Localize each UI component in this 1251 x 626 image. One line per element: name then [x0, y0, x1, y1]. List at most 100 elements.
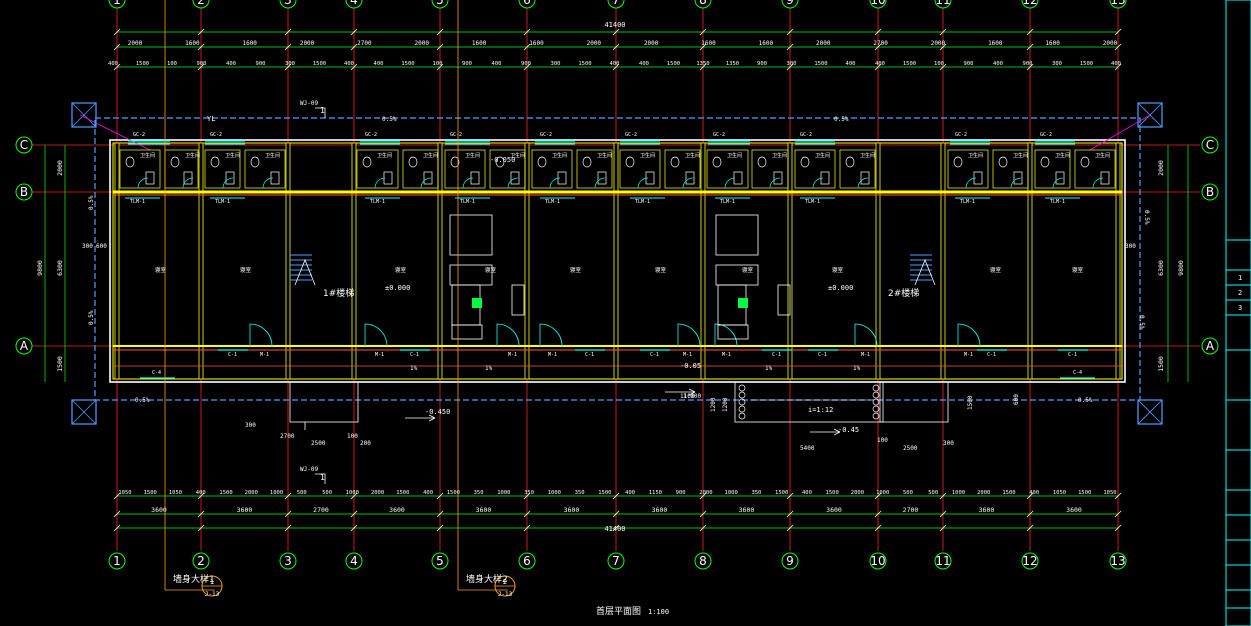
- dim-right-0: 2000: [1157, 160, 1165, 176]
- ramp-rail-r-3: [872, 405, 880, 413]
- misc-2: 600: [96, 243, 107, 250]
- dim-tick-0-496: [113, 492, 121, 500]
- basin-9: [597, 171, 607, 185]
- ramp-slope: i=1:12: [808, 406, 833, 414]
- dim-top2-5: 900: [256, 61, 266, 67]
- dim-top2-20: 1350: [696, 61, 709, 67]
- dim-top2-1: 1500: [136, 61, 149, 67]
- grid-bubble-label-2-top: 2: [197, 0, 205, 7]
- misc-11: 1200: [722, 397, 729, 412]
- window-gc-3: GC-2: [450, 132, 462, 138]
- toilet-7: [495, 156, 505, 168]
- window-c1-7: C-1: [1068, 352, 1077, 358]
- door-swing-2: [496, 323, 520, 347]
- dim-tick-8-47: [786, 43, 794, 51]
- grid-bubble-label-1-bottom: 1: [113, 554, 121, 568]
- dim-bottom1-35: 1500: [1002, 490, 1015, 496]
- slope-bottom-1: 0.5%: [135, 397, 150, 404]
- door-m1-7: M-1: [964, 352, 973, 358]
- bath-label-13: 卫生间: [772, 152, 787, 159]
- dim-top2-25: 400: [846, 61, 856, 67]
- misc-8: 300: [245, 422, 256, 429]
- grid-bubble-label-C-left: C: [20, 138, 28, 152]
- dim-bottom1-34: 2000: [977, 490, 990, 496]
- dim-top2-14: 900: [521, 61, 531, 67]
- grid-bubble-label-13-bottom: 13: [1110, 554, 1125, 568]
- slope-right-2: 0.5%: [1138, 315, 1145, 330]
- dim-bottom1-14: 350: [474, 490, 484, 496]
- door-swing-3: [539, 323, 563, 347]
- dim-top2-7: 1500: [313, 61, 326, 67]
- misc-3: 300: [1125, 243, 1136, 250]
- dim-tick-3-514: [350, 510, 358, 518]
- wall-col-9: [875, 142, 881, 380]
- dim-tick-4-514: [436, 510, 444, 518]
- window-gc-9: GC-2: [1040, 132, 1052, 138]
- dim-tick-0-32: [113, 28, 121, 36]
- grid-bubble-label-11-top: 11: [935, 0, 950, 7]
- dim-top2-30: 400: [993, 61, 1003, 67]
- grid-bubble-3-bottom: [279, 552, 297, 570]
- dim-top1-8: 2000: [587, 40, 602, 47]
- grid-bubble-label-2-bottom: 2: [197, 554, 205, 568]
- room-label-0: 寝室: [155, 266, 167, 274]
- grid-bubble-6-top: [518, 0, 536, 9]
- dim-tick-6-514: [612, 510, 620, 518]
- bath-room-18: [1034, 149, 1071, 189]
- dim-bottom1-5: 2000: [245, 490, 258, 496]
- dim-tick-2-67: [284, 63, 292, 71]
- dim-top1-3: 2000: [300, 40, 315, 47]
- window-c1-6: C-1: [987, 352, 996, 358]
- dim-bottom1-24: 1000: [725, 490, 738, 496]
- basin-17: [1013, 171, 1023, 185]
- ref-tag-top: WJ-09: [300, 100, 318, 107]
- toilet-3: [250, 156, 260, 168]
- wall-col-2: [285, 142, 291, 380]
- dim-tick-5-514: [523, 510, 531, 518]
- bath-room-3: [244, 149, 286, 189]
- window-gc-2: GC-2: [365, 132, 377, 138]
- bath-room-12: [706, 149, 749, 189]
- wall-col-11: [1027, 142, 1033, 380]
- slope-top-2: 0.5%: [834, 116, 849, 123]
- toilet-11: [670, 156, 680, 168]
- dim-bottom1-38: 1500: [1078, 490, 1091, 496]
- basin-13: [773, 171, 783, 185]
- window-gc-1: GC-2: [210, 132, 222, 138]
- dim-tick-0-47: [113, 43, 121, 51]
- ramp-rail-r-0: [872, 384, 880, 392]
- bath-door-13: [769, 177, 781, 189]
- basin-11: [685, 171, 695, 185]
- dim-top2-15: 300: [551, 61, 561, 67]
- dim-tick-9-496: [874, 492, 882, 500]
- grid-bubble-label-10-top: 10: [870, 0, 885, 7]
- grid-bubble-label-A-right: A: [1206, 339, 1215, 353]
- door-swing-6: [854, 323, 878, 347]
- chair-0: [511, 284, 525, 316]
- grid-bubble-label-9-top: 9: [786, 0, 794, 7]
- bath-door-15: [857, 177, 869, 189]
- ramp-rail-r-1: [872, 391, 880, 399]
- bath-room-6: [444, 149, 486, 189]
- toilet-0: [125, 156, 135, 168]
- window-gc-6: GC-2: [713, 132, 725, 138]
- grid-bubble-label-11-bottom: 11: [935, 554, 950, 568]
- grid-bubble-10-bottom: [869, 552, 887, 570]
- bath-door-12: [724, 177, 736, 189]
- grid-bubble-label-4-top: 4: [350, 0, 358, 7]
- corr-pct-3: 1%: [765, 365, 773, 372]
- dim-tick-2-514: [284, 510, 292, 518]
- door-swing-5: [714, 323, 738, 347]
- toilet-18: [1040, 156, 1050, 168]
- bath-door-16: [965, 177, 977, 189]
- misc-16: 1500: [967, 395, 974, 410]
- window-c1-5: C-1: [818, 352, 827, 358]
- dim-bottom1-19: 1500: [598, 490, 611, 496]
- dim-top1-2: 1600: [242, 40, 257, 47]
- detail-num-1: 1: [210, 578, 214, 586]
- detail-sheet-2: J-13: [498, 591, 513, 598]
- bath-label-17: 卫生间: [1013, 152, 1028, 159]
- dim-top1-15: 1600: [988, 40, 1003, 47]
- misc-7: 200: [360, 440, 371, 447]
- dim-tick-10-514: [939, 510, 947, 518]
